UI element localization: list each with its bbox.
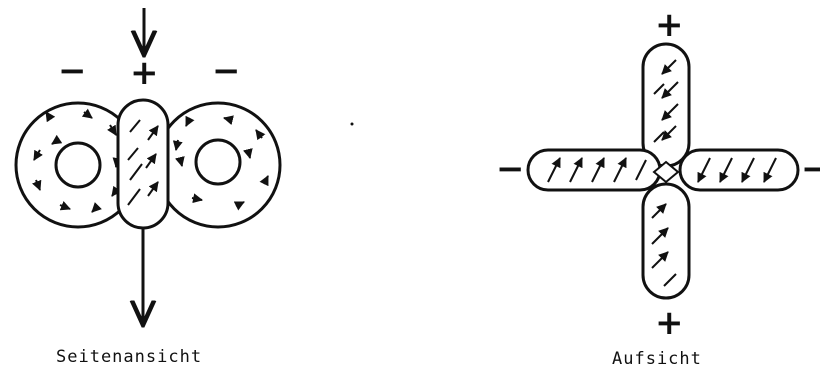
stray-dot [351, 123, 354, 126]
side-view-caption: Seitenansicht [56, 347, 202, 367]
top-view-sign-left: − [496, 149, 525, 189]
top-view-sign-top: + [655, 5, 684, 45]
top-view [528, 44, 798, 298]
right-lobe [680, 150, 798, 190]
right-vortex-ring [156, 103, 280, 227]
side-view-sign-center: + [130, 53, 159, 93]
central-column [118, 100, 168, 228]
side-view-sign-right: − [212, 51, 241, 91]
top-view-sign-right: − [801, 149, 820, 189]
left-lobe [528, 150, 660, 190]
side-view-sign-left: − [58, 51, 87, 91]
bottom-lobe [643, 184, 689, 298]
top-view-caption: Aufsicht [612, 349, 702, 369]
top-view-sign-bottom: + [655, 303, 684, 343]
top-lobe [643, 44, 689, 166]
